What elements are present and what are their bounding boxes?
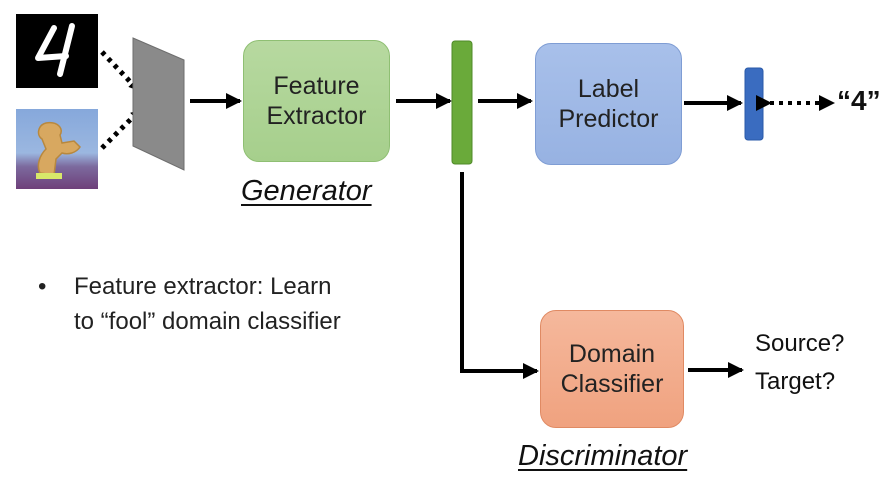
domain-classifier-block: Domain Classifier bbox=[540, 310, 684, 428]
discriminator-label: Discriminator bbox=[518, 440, 688, 472]
feature-extractor-line2: Extractor bbox=[266, 102, 367, 130]
bullet-line2: to “fool” domain classifier bbox=[74, 307, 341, 335]
source-digit-image bbox=[16, 14, 98, 88]
label-vector-bar bbox=[744, 67, 764, 141]
bullet-symbol: • bbox=[38, 273, 47, 300]
feature-extractor-block: Feature Extractor bbox=[243, 40, 390, 162]
feature-vector-bar bbox=[451, 40, 473, 165]
domain-output-target: Target? bbox=[755, 368, 836, 395]
prediction-output-label: “4” bbox=[837, 85, 881, 116]
domain-output-source: Source? bbox=[755, 330, 845, 357]
arrow-to-domain-classifier bbox=[460, 172, 539, 379]
domain-classifier-line1: Domain bbox=[568, 339, 656, 368]
label-predictor-block: Label Predictor bbox=[535, 43, 682, 165]
domain-classifier-line2: Classifier bbox=[560, 370, 664, 398]
feature-extractor-line1: Feature bbox=[273, 71, 360, 100]
input-projection-panel bbox=[132, 37, 185, 171]
target-photo-image bbox=[16, 109, 98, 189]
bullet-line1: Feature extractor: Learn bbox=[74, 273, 332, 300]
generator-label: Generator bbox=[241, 175, 372, 207]
label-predictor-line2: Predictor bbox=[558, 105, 659, 133]
label-predictor-line1: Label bbox=[577, 74, 640, 103]
